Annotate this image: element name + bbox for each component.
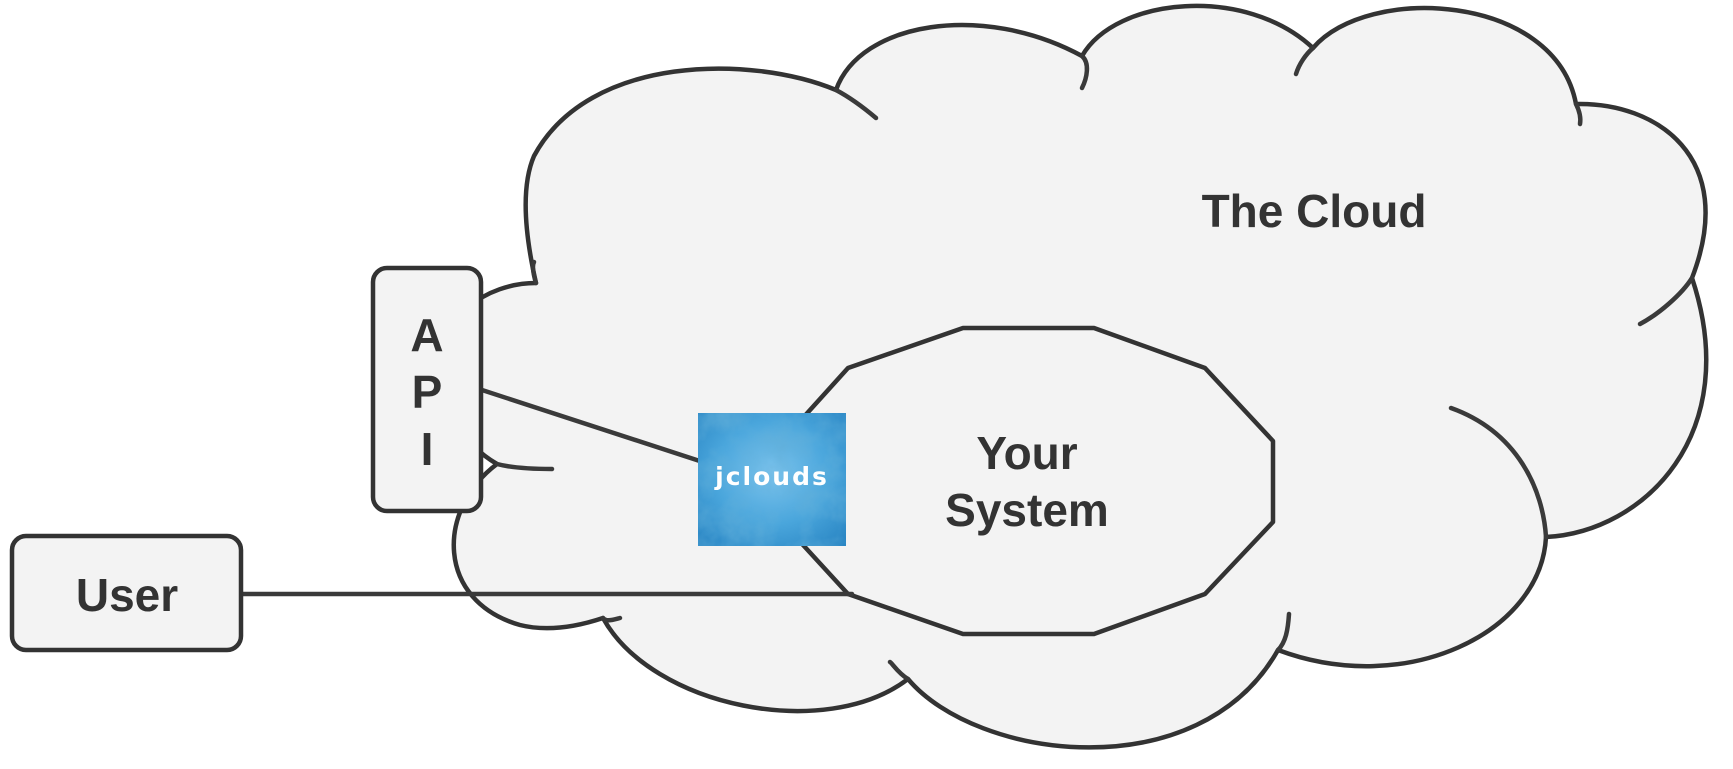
user-box: User (9, 533, 244, 653)
api-letter-a: A (410, 309, 443, 361)
api-letter-p: P (412, 366, 443, 418)
your-system-shape (779, 325, 1276, 637)
jclouds-logo-text: jclouds (714, 462, 829, 491)
jclouds-logo: jclouds (698, 413, 846, 546)
system-label-line1: Your (976, 427, 1077, 479)
api-letter-i: I (421, 423, 434, 475)
user-label: User (76, 569, 178, 621)
system-label-line2: System (945, 484, 1109, 536)
cloud-label: The Cloud (1202, 185, 1427, 237)
api-box: A P I (370, 265, 484, 514)
api-to-jclouds-connector (479, 387, 715, 468)
